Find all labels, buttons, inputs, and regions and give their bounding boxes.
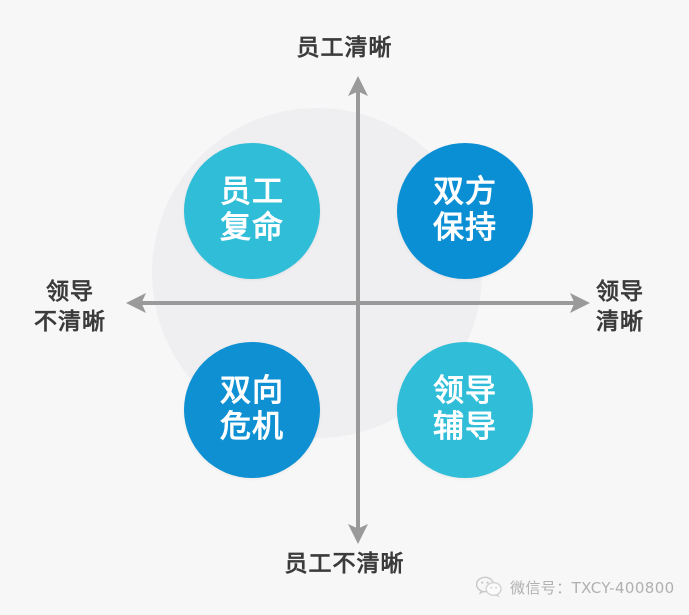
quadrant-label-line-2: 危机 (220, 409, 284, 445)
axis-label-left-line-1: 领导 (46, 279, 94, 305)
quadrant-label-line-2: 复命 (220, 210, 284, 246)
quadrant-bubble-top-left[interactable]: 员工 复命 (184, 143, 320, 279)
vertical-axis-arrow-up (348, 76, 368, 96)
quadrant-label-line-2: 辅导 (433, 409, 497, 445)
watermark-text: 微信号：TXCY-400800 (510, 578, 675, 597)
quadrant-label-line-1: 双向 (220, 373, 284, 410)
quadrant-bubble-top-right[interactable]: 双方 保持 (397, 143, 533, 279)
wechat-icon (476, 576, 502, 598)
quadrant-label-line-1: 双方 (433, 174, 497, 211)
horizontal-axis-arrow-right (570, 293, 590, 313)
axis-label-right-line-1: 领导 (596, 279, 644, 305)
quadrant-bubble-bottom-right[interactable]: 领导 辅导 (397, 342, 533, 478)
quadrant-bubble-bottom-left[interactable]: 双向 危机 (184, 342, 320, 478)
quadrant-label-line-1: 员工 (220, 174, 284, 211)
axis-label-right: 领导 清晰 (596, 277, 686, 338)
axis-label-top: 员工清晰 (296, 35, 393, 61)
axis-label-left: 领导 不清晰 (18, 277, 122, 338)
horizontal-axis-arrow-left (126, 293, 146, 313)
vertical-axis-arrow-down (348, 524, 368, 544)
quadrant-label-line-2: 保持 (433, 210, 497, 246)
watermark: 微信号：TXCY-400800 (476, 576, 675, 598)
axis-label-right-line-2: 清晰 (596, 309, 644, 336)
axis-label-left-line-2: 不清晰 (34, 309, 106, 336)
quadrant-label-line-1: 领导 (433, 373, 497, 410)
axis-label-bottom: 员工不清晰 (284, 551, 405, 577)
